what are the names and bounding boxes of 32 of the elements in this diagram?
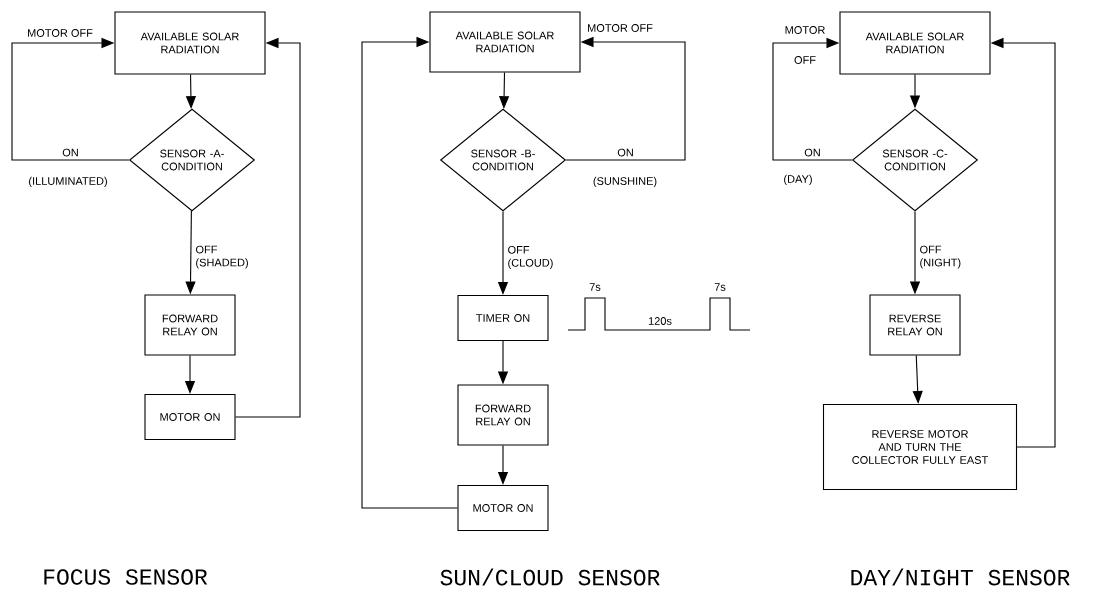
panel-caption: SUN/CLOUD SENSOR bbox=[440, 568, 660, 586]
edge-label: OFF (NIGHT) bbox=[920, 245, 961, 269]
process-box: MOTOR ON bbox=[144, 393, 236, 441]
edge-label: OFF (SHADED) bbox=[196, 245, 248, 269]
edge-label: ON bbox=[61, 147, 80, 158]
edge-label: OFF (CLOUD) bbox=[508, 245, 553, 269]
process-box: TIMER ON bbox=[457, 294, 549, 342]
process-box: FORWARD RELAY ON bbox=[457, 384, 549, 446]
branch-label: (ILLUMINATED) bbox=[29, 176, 107, 188]
process-box: AVAILABLE SOLAR RADIATION bbox=[114, 11, 266, 75]
branch-label: OFF bbox=[794, 56, 816, 64]
branch-label: (DAY) bbox=[784, 174, 812, 186]
panel-caption: FOCUS SENSOR bbox=[44, 569, 208, 585]
timing-label: 7s bbox=[714, 283, 726, 291]
arrow bbox=[361, 36, 458, 509]
branch-label: MOTOR bbox=[785, 26, 825, 34]
process-box: AVAILABLE SOLAR RADIATION bbox=[839, 11, 991, 75]
branch-label: MOTOR OFF bbox=[588, 24, 653, 32]
edge-label: ON bbox=[803, 147, 822, 158]
process-box: REVERSE MOTOR AND TURN THE COLLECTOR FULLY EAST bbox=[822, 403, 1018, 491]
arrow bbox=[772, 37, 853, 161]
branch-label: MOTOR OFF bbox=[28, 29, 93, 37]
arrow bbox=[11, 37, 130, 161]
process-box: MOTOR ON bbox=[457, 484, 549, 532]
panel-caption: DAY/NIGHT SENSOR bbox=[851, 568, 1070, 586]
timing-label: 120s bbox=[648, 317, 672, 325]
edge-label: ON bbox=[616, 147, 635, 158]
process-box: FORWARD RELAY ON bbox=[144, 294, 236, 356]
timing-label: 7s bbox=[589, 283, 601, 291]
process-box: AVAILABLE SOLAR RADIATION bbox=[429, 11, 581, 73]
branch-label: (SUNSHINE) bbox=[593, 176, 657, 188]
process-box: REVERSE RELAY ON bbox=[869, 294, 961, 356]
